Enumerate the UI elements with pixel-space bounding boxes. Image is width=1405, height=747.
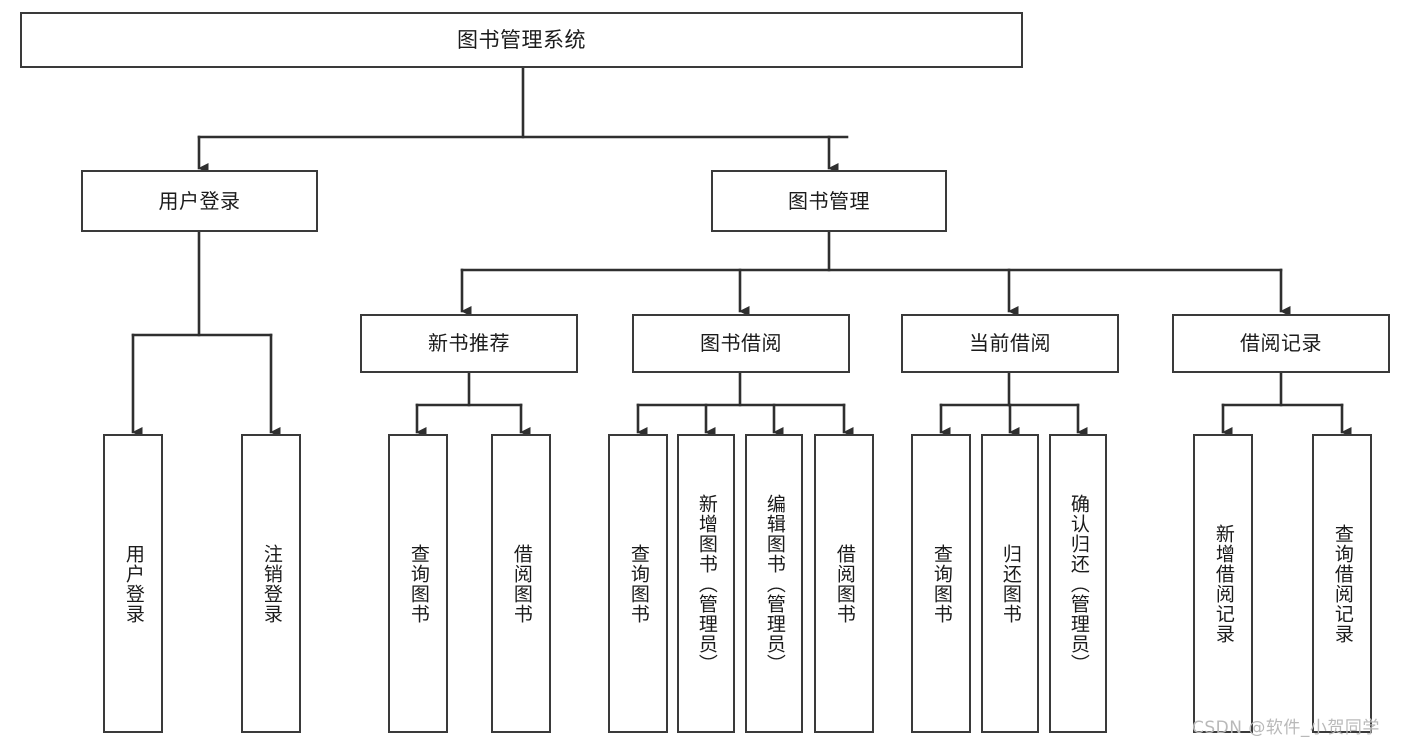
node-leaf-confirm-return[interactable]: 确认归还（管理员） xyxy=(1049,434,1107,733)
node-leaf-edit-book[interactable]: 编辑图书（管理员） xyxy=(745,434,803,733)
node-leaf-borrow-book-1[interactable]: 借阅图书 xyxy=(491,434,551,733)
node-leaf-query-book-3[interactable]: 查询图书 xyxy=(911,434,971,733)
node-label: 查询图书 xyxy=(930,543,953,624)
node-label: 图书管理 xyxy=(788,188,870,213)
watermark-text: CSDN @软件_小贺同学 xyxy=(1192,718,1380,738)
node-leaf-add-book[interactable]: 新增图书（管理员） xyxy=(677,434,735,733)
node-label: 查询图书 xyxy=(407,543,430,624)
node-label: 查询图书 xyxy=(627,543,650,624)
node-label: 注销登录 xyxy=(260,543,283,624)
node-borrow-record[interactable]: 借阅记录 xyxy=(1172,314,1390,373)
node-label: 当前借阅 xyxy=(969,331,1051,355)
node-label: 用户登录 xyxy=(122,543,145,624)
node-current-borrow[interactable]: 当前借阅 xyxy=(901,314,1119,373)
node-label: 新增图书（管理员） xyxy=(695,493,718,674)
node-book-management[interactable]: 图书管理 xyxy=(711,170,947,232)
node-label: 用户登录 xyxy=(158,188,241,213)
node-label: 归还图书 xyxy=(999,543,1022,624)
node-label: 编辑图书（管理员） xyxy=(763,493,786,674)
node-label: 借阅图书 xyxy=(510,543,533,624)
node-label: 查询借阅记录 xyxy=(1331,523,1354,644)
node-label: 确认归还（管理员） xyxy=(1067,493,1090,674)
node-label: 新书推荐 xyxy=(428,331,510,355)
node-label: 图书借阅 xyxy=(700,331,782,355)
node-book-borrow[interactable]: 图书借阅 xyxy=(632,314,850,373)
node-new-book-recommend[interactable]: 新书推荐 xyxy=(360,314,578,373)
node-leaf-logout-login[interactable]: 注销登录 xyxy=(241,434,301,733)
node-leaf-borrow-book-2[interactable]: 借阅图书 xyxy=(814,434,874,733)
node-leaf-add-record[interactable]: 新增借阅记录 xyxy=(1193,434,1253,733)
node-label: 借阅记录 xyxy=(1240,331,1322,355)
node-leaf-query-book-1[interactable]: 查询图书 xyxy=(388,434,448,733)
node-user-login[interactable]: 用户登录 xyxy=(81,170,318,232)
node-leaf-return-book[interactable]: 归还图书 xyxy=(981,434,1039,733)
node-label: 图书管理系统 xyxy=(457,27,586,52)
node-root-book-management-system[interactable]: 图书管理系统 xyxy=(20,12,1023,68)
node-leaf-query-book-2[interactable]: 查询图书 xyxy=(608,434,668,733)
node-leaf-query-record[interactable]: 查询借阅记录 xyxy=(1312,434,1372,733)
node-label: 借阅图书 xyxy=(833,543,856,624)
node-label: 新增借阅记录 xyxy=(1212,523,1235,644)
node-leaf-user-login[interactable]: 用户登录 xyxy=(103,434,163,733)
